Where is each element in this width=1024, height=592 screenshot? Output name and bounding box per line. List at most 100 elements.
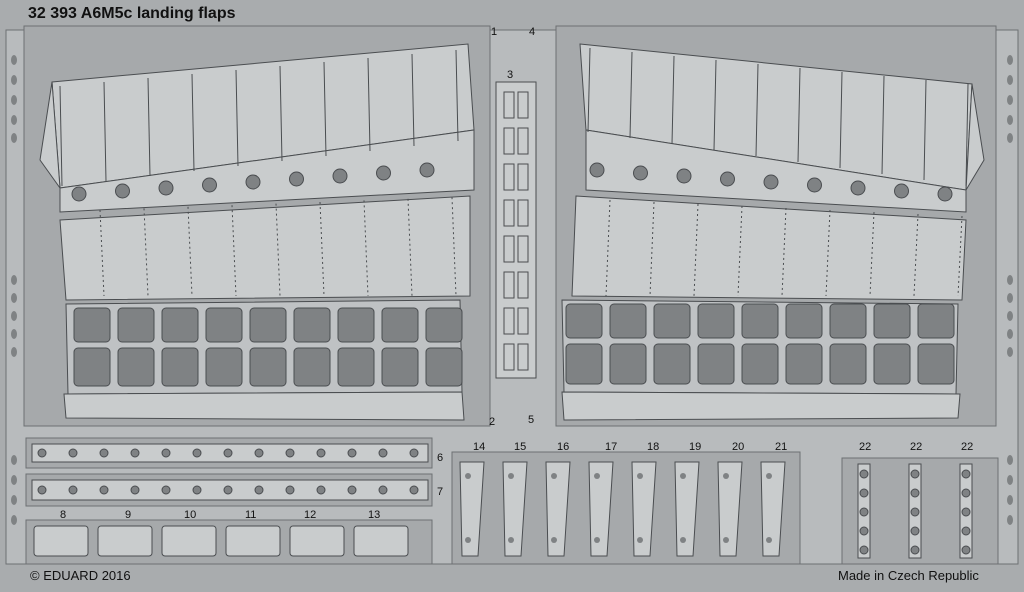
flap-rib: [588, 461, 614, 557]
rivet-dot: [347, 448, 357, 458]
flap-rib: [760, 461, 786, 557]
hinge-hole: [859, 469, 869, 479]
panel-cutout: [117, 347, 155, 387]
lightening-hole: [115, 183, 130, 199]
panel-cutout: [741, 303, 779, 339]
hinge-hole: [910, 507, 920, 517]
edge-tab: [11, 515, 17, 525]
rib-hole: [594, 537, 600, 543]
rivet-dot: [409, 448, 419, 458]
right-flap-panels: [565, 47, 969, 385]
rib-line: [755, 63, 759, 157]
rib-hole: [594, 473, 600, 479]
panel-cutout: [873, 303, 911, 339]
link-piece: [503, 343, 515, 371]
panel-cutout: [873, 343, 911, 385]
rivet-line: [737, 205, 743, 297]
rivet-dot: [99, 485, 109, 495]
rivet-dot: [285, 448, 295, 458]
rivet-line: [99, 209, 105, 297]
edge-tab: [11, 293, 17, 303]
rivet-dot: [37, 448, 47, 458]
left-flap-holes: [71, 162, 435, 202]
lightening-hole: [676, 168, 692, 184]
link-piece: [503, 127, 515, 155]
edge-tab: [1007, 455, 1013, 465]
panel-cutout: [161, 347, 199, 387]
part-number-15: 15: [514, 441, 527, 453]
hinge-hole: [961, 469, 971, 479]
rivet-dot: [316, 485, 326, 495]
part-number-8: 8: [60, 509, 67, 521]
link-piece: [503, 235, 515, 263]
lightening-hole: [894, 183, 909, 199]
rib-hole: [766, 537, 772, 543]
panel-cutout: [829, 343, 867, 385]
rib-hole: [508, 473, 514, 479]
part-number-18: 18: [647, 441, 660, 453]
rivet-dot: [130, 448, 140, 458]
rivet-line: [869, 211, 875, 297]
hinge-hole: [961, 545, 971, 555]
panel-cutout: [785, 343, 823, 385]
part-number-7: 7: [437, 486, 444, 498]
rib-hole: [508, 537, 514, 543]
part-number-4: 4: [529, 26, 536, 38]
bracket-part: [353, 525, 409, 557]
parts-22: [841, 457, 999, 565]
hinge-hole: [859, 488, 869, 498]
rib-line: [59, 85, 63, 187]
rib-line: [323, 61, 327, 157]
panel-cutout: [741, 343, 779, 385]
bracket-part: [289, 525, 345, 557]
part-number-11: 11: [245, 509, 257, 521]
panel-cutout: [117, 307, 155, 343]
rivet-dot: [378, 485, 388, 495]
edge-tab: [1007, 495, 1013, 505]
part-number-12: 12: [304, 509, 317, 521]
edge-tab: [1007, 515, 1013, 525]
rivet-line: [319, 201, 325, 297]
rivet-dot: [161, 485, 171, 495]
link-piece: [503, 163, 515, 191]
part-number-22a: 22: [859, 441, 872, 453]
rivet-line: [913, 213, 919, 297]
rivet-line: [605, 199, 611, 297]
edge-tab: [11, 347, 17, 357]
panel-cutout: [381, 347, 419, 387]
rivet-line: [957, 215, 963, 297]
panel-cutout: [609, 343, 647, 385]
rivet-line: [275, 203, 281, 297]
rib-line: [235, 69, 239, 167]
panel-cutout: [161, 307, 199, 343]
panel-cutout: [565, 303, 603, 339]
lightening-hole: [937, 186, 953, 202]
flap-rib: [545, 461, 571, 557]
link-piece: [517, 307, 529, 335]
rib-hole: [766, 473, 772, 479]
lightening-hole: [332, 168, 348, 184]
copyright-text: © EDUARD 2016: [30, 568, 131, 583]
flap-rib: [674, 461, 700, 557]
rib-line: [839, 71, 843, 169]
rib-hole: [465, 537, 471, 543]
panel-cutout: [785, 303, 823, 339]
part-number-3: 3: [507, 69, 514, 81]
hinge-hole: [859, 545, 869, 555]
rib-line: [411, 53, 415, 147]
hinge-hole: [961, 507, 971, 517]
part-number-9: 9: [125, 509, 132, 521]
rivet-dot: [254, 485, 264, 495]
panel-cutout: [205, 307, 243, 343]
panel-cutout: [917, 303, 955, 339]
rivet-dot: [68, 485, 78, 495]
panel-cutout: [653, 343, 691, 385]
edge-tab: [1007, 275, 1013, 285]
link-piece: [517, 343, 529, 371]
link-piece: [503, 271, 515, 299]
link-piece: [503, 307, 515, 335]
panel-cutout: [917, 343, 955, 385]
rivet-dot: [130, 485, 140, 495]
